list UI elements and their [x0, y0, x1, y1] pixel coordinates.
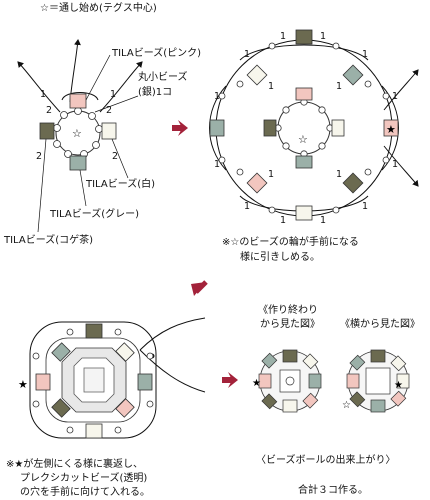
panel4-side: ★ ☆ — [342, 349, 410, 413]
label-finish-view: 《作り終わり — [258, 305, 318, 316]
count-label: 1 — [362, 201, 369, 212]
thread-left — [17, 61, 61, 113]
panel1-title: ☆＝通し始め(テグス中心) — [40, 3, 157, 14]
arrow-right-1 — [178, 120, 188, 136]
panel2-note-1: ※☆のビーズの輪が手前になる — [222, 237, 359, 248]
svg-text:★: ★ — [18, 378, 28, 391]
count-label: 1 — [110, 89, 117, 100]
label-tila-brown: TILAビーズ(コゲ茶) — [4, 235, 94, 246]
panel3-note-3: の穴を手前に向けて入れる。 — [20, 487, 150, 498]
panel3-note-2: プレクシカットビーズ(透明) — [20, 473, 148, 484]
arrow-right-2 — [228, 372, 238, 388]
count-label: 1 — [244, 49, 251, 60]
count-label: 1 — [320, 31, 327, 42]
count-label: 1 — [214, 91, 221, 102]
count-label: 2 — [112, 151, 119, 162]
count-label: 1 — [362, 49, 369, 60]
label-tila-white: TILAビーズ(白) — [86, 179, 156, 190]
svg-text:☆: ☆ — [298, 133, 308, 146]
count-label: 1 — [244, 201, 251, 212]
label-finish-view-2: から見た図》 — [260, 319, 320, 330]
thread-right — [99, 61, 143, 113]
start-star: ☆ — [72, 127, 82, 140]
label-round-bead-2: (銀)1コ — [138, 87, 173, 98]
count-label: 1 — [40, 89, 47, 100]
count-label: 1 — [268, 81, 275, 92]
label-round-bead: 丸小ビーズ — [138, 72, 188, 83]
panel2-diagram: ☆ ★ — [209, 29, 419, 221]
count-label: 1 — [280, 31, 287, 42]
thread-loop — [61, 92, 99, 101]
count-label: 1 — [214, 159, 221, 170]
tila-pink — [69, 93, 87, 109]
label-side-view: 《横から見た図》 — [340, 319, 420, 330]
svg-text:★: ★ — [386, 123, 396, 136]
panel4-front: ★ — [252, 349, 322, 413]
count-label: 1 — [392, 159, 399, 170]
caption-finished: 〈ビーズボールの出来上がり〉 — [256, 455, 396, 466]
label-tila-pink: TILAビーズ(ピンク) — [112, 48, 202, 59]
count-label: 1 — [280, 215, 287, 226]
svg-text:★: ★ — [394, 380, 403, 391]
tila-brown — [39, 122, 55, 140]
panel1-diagram: ☆ — [17, 39, 143, 233]
count-label: 1 — [320, 215, 327, 226]
tila-gray — [69, 155, 87, 171]
panel3-diagram: ★ — [18, 317, 206, 439]
label-tila-gray: TILAビーズ(グレー) — [50, 209, 140, 220]
svg-text:☆: ☆ — [342, 400, 351, 411]
svg-text:★: ★ — [252, 378, 261, 389]
count-label: 1 — [336, 81, 343, 92]
tila-white — [101, 122, 117, 140]
total-note: 合計３コ作る。 — [298, 485, 368, 496]
panel2-note-2: 様に引きしめる。 — [240, 252, 320, 263]
count-label: 1 — [392, 91, 399, 102]
count-label: 2 — [36, 151, 43, 162]
count-label: 2 — [46, 105, 53, 116]
count-label: 1 — [336, 169, 343, 180]
count-label: 2 — [106, 105, 113, 116]
count-label: 1 — [268, 169, 275, 180]
panel3-note-1: ※★が左側にくる様に裏返し、 — [6, 459, 143, 470]
